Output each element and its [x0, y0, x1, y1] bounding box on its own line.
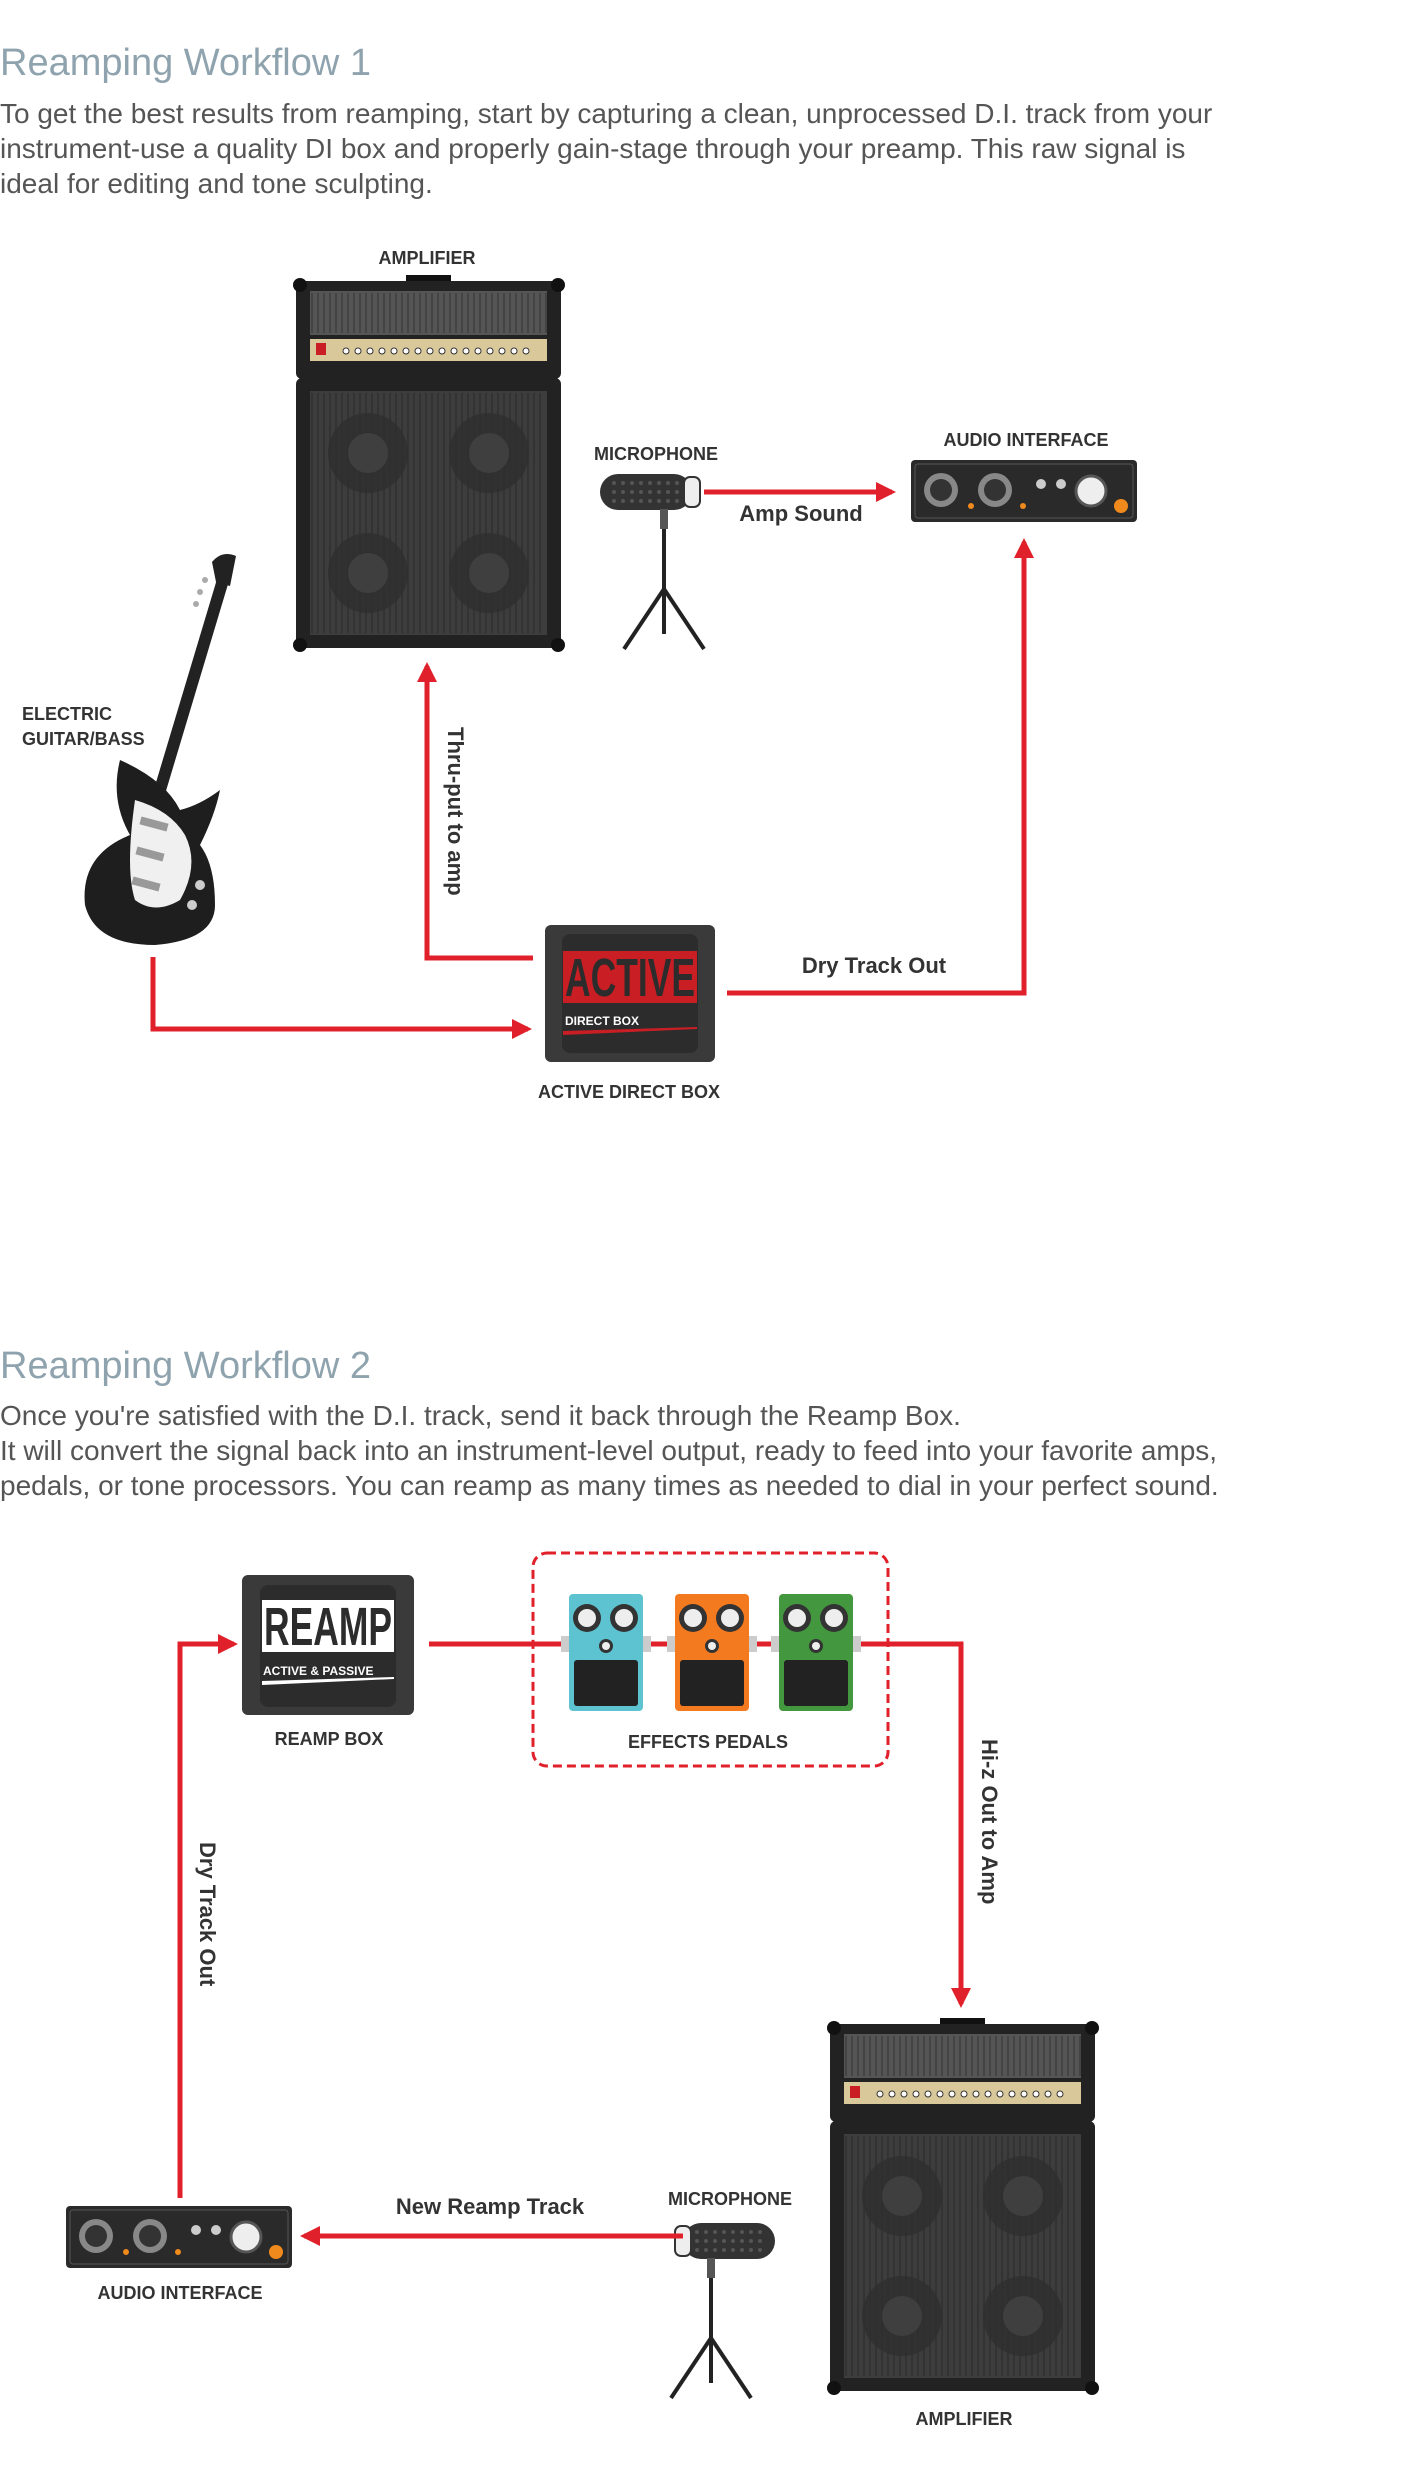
guitar-label-line1: ELECTRIC: [22, 704, 112, 724]
microphone-icon: [669, 2223, 775, 2400]
dry-track-out-label: Dry Track Out: [802, 953, 947, 978]
microphone-label: MICROPHONE: [594, 444, 718, 464]
reamp-logo-text: REAMP: [264, 1597, 392, 1657]
amplifier-icon: [827, 2018, 1099, 2395]
active-direct-box-icon: ACTIVE DIRECT BOX: [545, 925, 715, 1062]
new-reamp-track-connection: New Reamp Track: [300, 2194, 683, 2246]
audio-interface-icon: [911, 460, 1137, 522]
workflow1-diagram: AMPLIFIER MICROPHONE AUDIO INTERFACE ELE…: [22, 248, 1137, 1102]
new-reamp-track-label: New Reamp Track: [396, 2194, 585, 2219]
di-logo-text: ACTIVE: [565, 948, 695, 1008]
hi-z-out-connection: Hi-z Out to Amp: [888, 1641, 1002, 2008]
workflow2-title: Reamping Workflow 2: [0, 1345, 372, 1387]
desc-line: instrument-use a quality DI box and prop…: [0, 133, 1186, 164]
thru-put-label: Thru-put to amp: [443, 727, 468, 896]
amplifier-label: AMPLIFIER: [916, 2409, 1013, 2429]
desc-line: It will convert the signal back into an …: [0, 1435, 1218, 1466]
blue-pedal-icon: [561, 1594, 651, 1711]
audio-interface-icon: [66, 2206, 292, 2268]
active-direct-box-label: ACTIVE DIRECT BOX: [538, 1082, 720, 1102]
desc-line: ideal for editing and tone sculpting.: [0, 168, 433, 199]
hi-z-out-label: Hi-z Out to Amp: [977, 1739, 1002, 1904]
workflow2-diagram: REAMP ACTIVE & PASSIVE REAMP BOX EFFECTS…: [66, 1551, 1099, 2429]
workflow1-title: Reamping Workflow 1: [0, 42, 372, 84]
green-pedal-icon: [771, 1594, 861, 1711]
thru-put-connection: Thru-put to amp: [417, 662, 533, 961]
orange-pedal-icon: [667, 1594, 757, 1711]
amp-sound-connection: Amp Sound: [704, 482, 896, 526]
guitar-cable-connection: [150, 957, 532, 1039]
microphone-label: MICROPHONE: [668, 2189, 792, 2209]
audio-interface-label: AUDIO INTERFACE: [97, 2283, 262, 2303]
reamp-box-icon: REAMP ACTIVE & PASSIVE: [242, 1575, 414, 1715]
effects-pedals-group: [531, 1551, 890, 1768]
effects-pedals: [561, 1594, 861, 1711]
amp-sound-label: Amp Sound: [739, 501, 862, 526]
workflow2-description: Once you're satisfied with the D.I. trac…: [0, 1398, 1420, 1503]
microphone-icon: [600, 474, 706, 651]
effects-pedals-label: EFFECTS PEDALS: [628, 1732, 788, 1752]
guitar-label-line2: GUITAR/BASS: [22, 729, 145, 749]
amplifier-icon: [293, 275, 565, 652]
desc-line: Once you're satisfied with the D.I. trac…: [0, 1400, 961, 1431]
desc-line: pedals, or tone processors. You can ream…: [0, 1470, 1219, 1501]
audio-interface-label: AUDIO INTERFACE: [943, 430, 1108, 450]
electric-guitar-icon: [84, 554, 236, 945]
dry-track-out-label: Dry Track Out: [195, 1842, 220, 1987]
workflow1-description: To get the best results from reamping, s…: [0, 96, 1420, 201]
dry-track-out-connection: Dry Track Out: [177, 1634, 238, 2198]
reamp-sub-text: ACTIVE & PASSIVE: [263, 1664, 373, 1678]
dry-track-out-connection: Dry Track Out: [727, 538, 1034, 996]
desc-line: To get the best results from reamping, s…: [0, 98, 1213, 129]
reamp-box-label: REAMP BOX: [275, 1729, 384, 1749]
amplifier-label: AMPLIFIER: [379, 248, 476, 268]
di-sub-text: DIRECT BOX: [565, 1014, 639, 1028]
